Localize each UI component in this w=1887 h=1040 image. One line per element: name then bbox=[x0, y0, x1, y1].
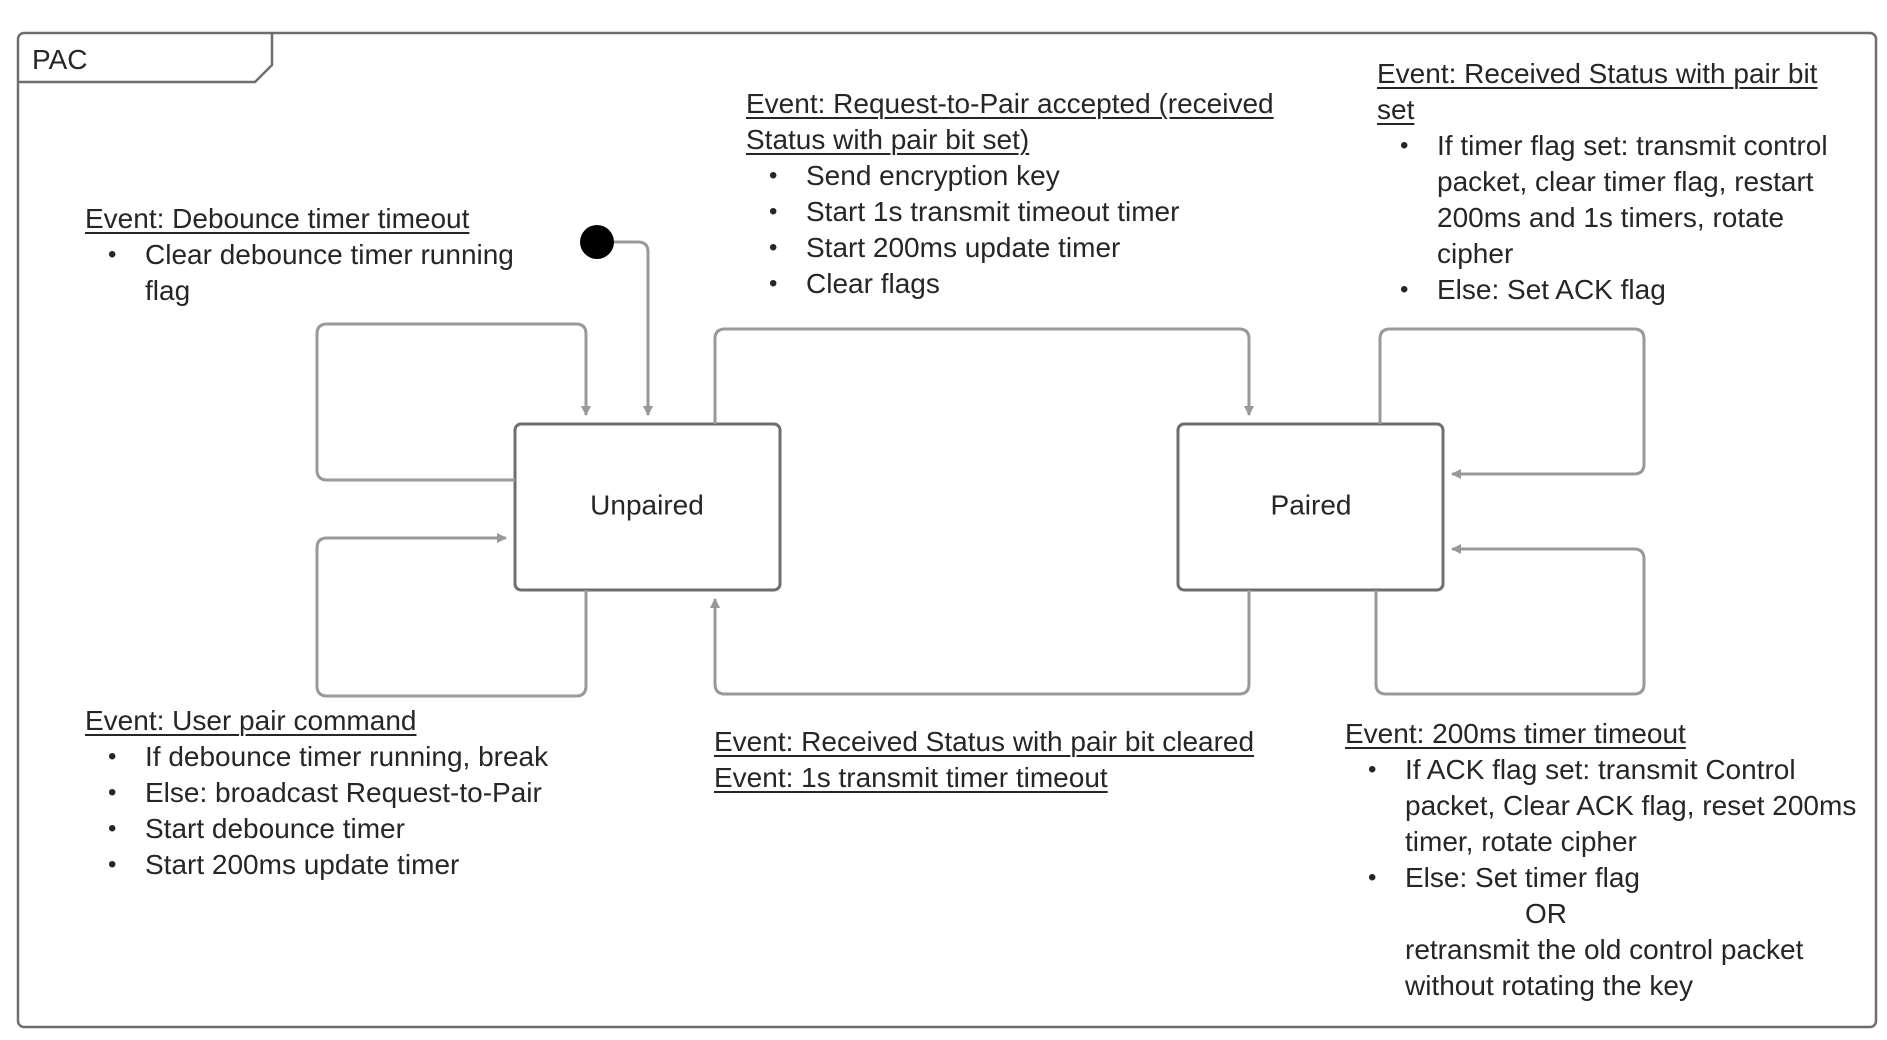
note-title: Event: Debounce timer timeout bbox=[85, 203, 470, 234]
note-timer200: Event: 200ms timer timeout If ACK flag s… bbox=[1345, 716, 1865, 1004]
note-retransmit: retransmit the old control packet withou… bbox=[1405, 934, 1804, 1001]
note-title: Event: Received Status with pair bit cle… bbox=[714, 726, 1255, 757]
note-title: Event: 1s transmit timer timeout bbox=[714, 762, 1108, 793]
transition-unpair bbox=[710, 590, 1251, 696]
note-debounce-timeout: Event: Debounce timer timeout Clear debo… bbox=[85, 201, 525, 309]
state-paired bbox=[1176, 422, 1445, 592]
note-item: Send encryption key bbox=[746, 158, 1316, 194]
note-item: Else: Set ACK flag bbox=[1377, 272, 1847, 308]
note-pair-accepted: Event: Request-to-Pair accepted (receive… bbox=[746, 86, 1316, 302]
note-item: Else: broadcast Request-to-Pair bbox=[85, 775, 605, 811]
note-or: OR bbox=[1525, 898, 1567, 929]
initial-transition bbox=[614, 240, 653, 416]
note-item: Start debounce timer bbox=[85, 811, 605, 847]
note-title: Event: Request-to-Pair accepted (receive… bbox=[746, 88, 1274, 155]
transition-debounce-timeout bbox=[315, 322, 591, 482]
note-status-pair-set: Event: Received Status with pair bit set… bbox=[1377, 56, 1847, 308]
pac-frame bbox=[16, 31, 1878, 1029]
note-item: Start 200ms update timer bbox=[85, 847, 605, 883]
note-item: If ACK flag set: transmit Control packet… bbox=[1345, 752, 1865, 860]
note-user-pair: Event: User pair command If debounce tim… bbox=[85, 703, 605, 883]
frame-label-tab bbox=[18, 33, 274, 84]
transition-status-pair-set bbox=[1378, 327, 1646, 479]
transition-pair-accepted bbox=[713, 327, 1254, 424]
note-item: Clear flags bbox=[746, 266, 1316, 302]
state-unpaired-label: Unpaired bbox=[590, 489, 704, 520]
transition-user-pair bbox=[315, 533, 588, 698]
note-unpair: Event: Received Status with pair bit cle… bbox=[714, 724, 1334, 796]
initial-state-dot bbox=[580, 225, 614, 259]
note-title: Event: Received Status with pair bit set bbox=[1377, 58, 1818, 125]
state-unpaired bbox=[513, 422, 782, 592]
note-item: Else: Set timer flag bbox=[1345, 860, 1865, 896]
state-paired-label: Paired bbox=[1271, 489, 1352, 520]
note-item: Start 200ms update timer bbox=[746, 230, 1316, 266]
note-item: Clear debounce timer running flag bbox=[85, 237, 525, 309]
note-item: If timer flag set: transmit control pack… bbox=[1377, 128, 1847, 272]
note-title: Event: 200ms timer timeout bbox=[1345, 718, 1686, 749]
note-title: Event: User pair command bbox=[85, 705, 417, 736]
transition-timer200 bbox=[1374, 544, 1646, 696]
note-item: Start 1s transmit timeout timer bbox=[746, 194, 1316, 230]
frame-label: PAC bbox=[32, 44, 88, 75]
note-item: If debounce timer running, break bbox=[85, 739, 605, 775]
